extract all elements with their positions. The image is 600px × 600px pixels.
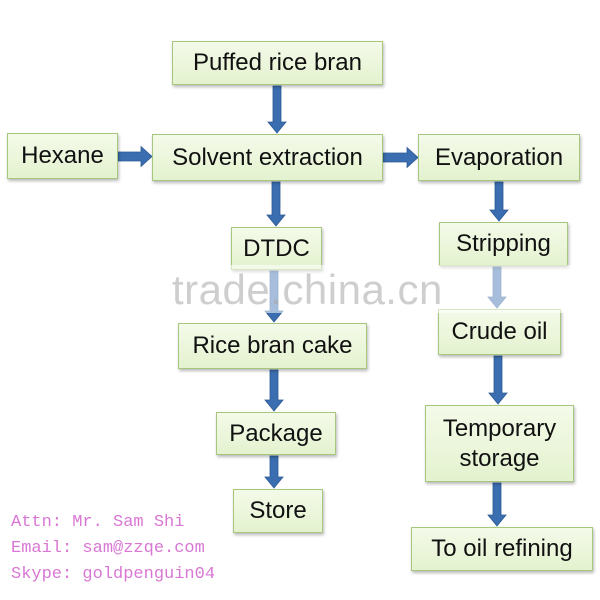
- node-temporary-storage: Temporary storage: [425, 405, 574, 482]
- node-puffed-rice-bran: Puffed rice bran: [172, 41, 383, 85]
- node-evaporation: Evaporation: [418, 134, 580, 181]
- node-hexane: Hexane: [7, 133, 118, 179]
- arrow-solvent-to-dtdc: [266, 181, 286, 227]
- arrow-temporary-to-refining: [487, 482, 507, 527]
- arrow-evaporation-to-stripping: [489, 181, 509, 222]
- arrow-hexane-to-solvent: [117, 145, 153, 168]
- arrow-solvent-to-evaporation: [382, 146, 419, 169]
- node-store: Store: [233, 489, 323, 533]
- arrow-puffed-to-solvent: [267, 85, 287, 134]
- node-crude-oil: Crude oil: [438, 309, 561, 355]
- node-rice-bran-cake: Rice bran cake: [178, 323, 367, 369]
- arrow-package-to-store: [264, 455, 284, 489]
- contact-attn: Attn: Mr. Sam Shi: [11, 513, 185, 532]
- arrow-cake-to-package: [264, 369, 284, 412]
- node-solvent-extraction: Solvent extraction: [152, 134, 383, 181]
- arrow-crude-to-temporary: [488, 355, 508, 405]
- node-dtdc: DTDC: [231, 227, 322, 270]
- contact-email: Email: sam@zzqe.com: [11, 539, 205, 558]
- node-to-oil-refining: To oil refining: [411, 527, 593, 571]
- contact-skype: Skype: goldpenguin04: [11, 565, 216, 584]
- node-stripping: Stripping: [439, 222, 568, 266]
- watermark-text: trade.china.cn: [172, 266, 443, 313]
- node-package: Package: [216, 412, 336, 455]
- watermark-band: [170, 265, 600, 313]
